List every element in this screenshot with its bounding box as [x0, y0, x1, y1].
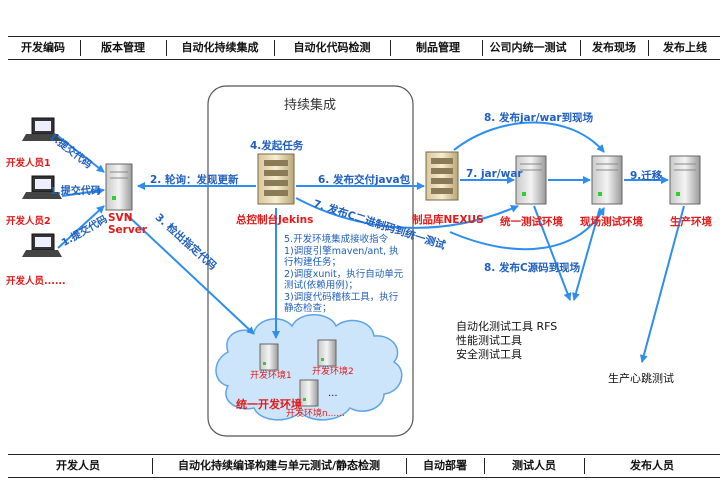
dev-env-server-icon [299, 379, 319, 407]
publish-c-arrow [295, 197, 519, 229]
nexus-label: 制品库NEXUS [412, 214, 484, 226]
commit-arrow-3 [57, 205, 105, 249]
role-release-staff: 发布人员 [630, 459, 674, 472]
heartbeat-arrow [639, 205, 685, 363]
phase-version-mgmt: 版本管理 [101, 41, 145, 54]
role-testers: 测试人员 [512, 459, 556, 472]
test-tools-arrow-1 [533, 205, 572, 301]
dev-env-1-label: 开发环境1 [250, 371, 292, 381]
top-phase-band: 开发编码 版本管理 自动化持续集成 自动化代码检测 制品管理 公司内统一测试 发… [8, 36, 720, 60]
dev-cloud [215, 314, 403, 421]
checkout-arrow [125, 213, 255, 335]
role-auto-deploy: 自动部署 [423, 459, 467, 472]
phase-dev-coding: 开发编码 [21, 41, 65, 54]
role-developers: 开发人员 [56, 459, 100, 472]
step-jar-war-label: 7. jar/war [466, 168, 523, 180]
commit-label-2: 1.提交代码 [50, 186, 101, 197]
dev-commands-text: 5.开发环境集成接收指令 1)调度引擎maven/ant, 执 行构建任务； 2… [284, 234, 404, 314]
phase-artifact-mgmt: 制品管理 [416, 41, 460, 54]
test-tool-rfs: 自动化测试工具 RFS [456, 320, 558, 333]
commit-arrow-2 [61, 187, 105, 197]
step-publish-java-label: 6. 发布交付java包 [318, 174, 411, 186]
step-migrate-label: 9.迁移 [630, 170, 663, 182]
step-poll-label: 2. 轮询：发现更新 [150, 174, 239, 186]
production-env-label: 生产环境 [670, 216, 712, 228]
dev-cloud-title: 统一开发环境 [236, 398, 302, 411]
test-tools-arrow-2 [572, 207, 601, 301]
phase-unified-test: 公司内统一测试 [489, 41, 567, 54]
nexus-server-icon [425, 151, 459, 201]
svn-server-label: SVN Server [108, 212, 148, 236]
phase-code-check: 自动化代码检测 [293, 41, 371, 54]
unified-test-env-label: 统一测试环境 [500, 216, 563, 228]
laptop-icon [22, 233, 62, 257]
developer-n-label: 开发人员...... [6, 276, 66, 287]
step-launch-label: 4.发起任务 [250, 140, 304, 152]
jenkins-server-icon [257, 153, 295, 205]
step-publish-site-label: 8. 发布jar/war到现场 [484, 112, 594, 124]
dev-env-server-icon [317, 339, 337, 367]
flow-arrows [57, 121, 685, 363]
phase-auto-ci: 自动化持续集成 [181, 41, 259, 54]
bottom-role-band: 开发人员 自动化持续编译构建与单元测试/静态检测 自动部署 测试人员 发布人员 [8, 454, 720, 478]
step-c-source-label: 8. 发布C源码到现场 [484, 262, 581, 274]
phase-release-online: 发布上线 [663, 41, 707, 54]
onsite-test-env-label: 现场测试环境 [580, 216, 643, 228]
developer-1-label: 开发人员1 [6, 158, 51, 169]
role-ci-build: 自动化持续编译构建与单元测试/静态检测 [177, 459, 381, 472]
svn-server-icon [105, 163, 133, 211]
laptop-icon [22, 117, 62, 141]
developer-2-label: 开发人员2 [6, 216, 51, 227]
phase-release-site: 发布现场 [592, 41, 636, 54]
laptop-icon [22, 175, 62, 199]
jenkins-label: 总控制台Jekins [236, 214, 314, 226]
c-source-arrow [449, 207, 605, 251]
test-tool-security: 安全测试工具 [456, 348, 522, 361]
production-server-icon [669, 155, 701, 205]
heartbeat-label: 生产心跳测试 [608, 372, 674, 385]
unified-test-server-icon [515, 155, 547, 205]
test-tool-performance: 性能测试工具 [456, 334, 522, 347]
dev-env-n-label: 开发环境n...... [286, 409, 345, 419]
ci-box-title: 持续集成 [284, 98, 337, 113]
dev-env-server-icon [259, 343, 279, 371]
dev-env-ellipsis: ... [328, 388, 338, 399]
publish-site-arrow [453, 121, 605, 153]
dev-env-2-label: 开发环境2 [312, 367, 354, 377]
commit-arrow-1 [57, 135, 105, 173]
onsite-test-server-icon [591, 155, 623, 205]
